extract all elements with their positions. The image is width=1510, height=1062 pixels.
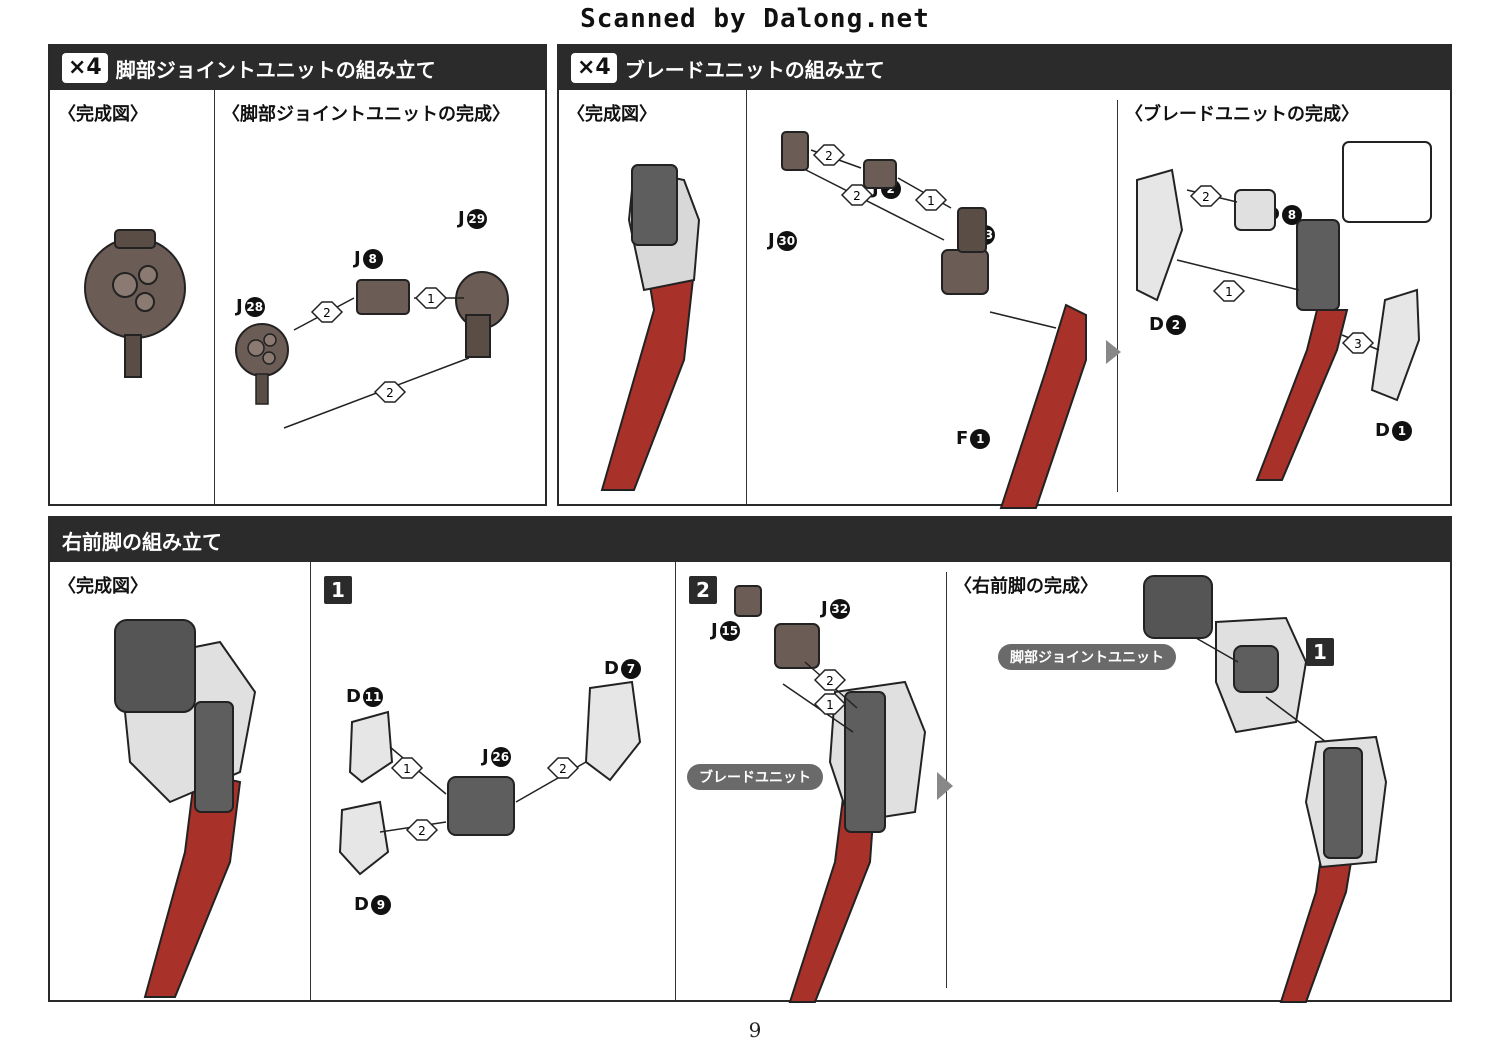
step-marker-3: 3 bbox=[1354, 337, 1362, 351]
panel-title: 〈完成図〉 bbox=[58, 104, 148, 125]
blade-complete-panel: 〈完成図〉 bbox=[559, 90, 746, 504]
step-marker-1: 1 bbox=[826, 698, 834, 712]
step-marker-2: 2 bbox=[386, 386, 394, 400]
panel-title: 〈完成図〉 bbox=[58, 576, 148, 597]
blade-unit-section: ×4 ブレードユニットの組み立て 〈完成図〉 J2 J30 J33 F1 bbox=[557, 44, 1452, 509]
multiplier-badge: ×4 bbox=[571, 53, 617, 83]
panel-title: 〈右前脚の完成〉 bbox=[954, 576, 1098, 597]
leg-step2-diagram: 2 1 bbox=[734, 585, 953, 1003]
section-title: 脚部ジョイントユニットの組み立て bbox=[115, 57, 436, 82]
section-title: ブレードユニットの組み立て bbox=[624, 57, 885, 82]
leg-joint-header: ×4 脚部ジョイントユニットの組み立て bbox=[50, 46, 545, 90]
step-marker-2: 2 bbox=[1202, 190, 1210, 204]
step-number-badge: 1 bbox=[324, 576, 352, 604]
leg-complete-panel: 〈完成図〉 bbox=[50, 562, 310, 1000]
step-marker-2: 2 bbox=[323, 306, 331, 320]
step-number-badge: 2 bbox=[689, 576, 717, 604]
blade-unit-tag: ブレードユニット bbox=[687, 764, 823, 790]
blade-result-panel: 〈ブレードユニットの完成〉 D8 D2 D1 2 1 3 bbox=[1117, 90, 1450, 504]
step-marker-2: 2 bbox=[825, 149, 833, 163]
panel-title: 〈完成図〉 bbox=[567, 104, 657, 125]
leg-joint-exploded-diagram: 1 2 2 bbox=[235, 271, 509, 429]
leg-joint-complete-illustration bbox=[84, 229, 186, 378]
step-marker-1: 1 bbox=[1225, 285, 1233, 299]
section-title: 右前脚の組み立て bbox=[62, 529, 222, 554]
step-marker-2: 2 bbox=[559, 762, 567, 776]
step-number-badge: 1 bbox=[1306, 638, 1334, 666]
page-number: 9 bbox=[748, 1018, 762, 1042]
step-marker-2: 2 bbox=[418, 824, 426, 838]
panel-title: 〈脚部ジョイントユニットの完成〉 bbox=[222, 104, 510, 125]
right-front-leg-header: 右前脚の組み立て bbox=[50, 518, 1450, 562]
blade-result-diagram: 2 1 3 bbox=[1136, 141, 1432, 481]
multiplier-badge: ×4 bbox=[62, 53, 108, 83]
blade-complete-illustration bbox=[600, 164, 701, 491]
step-marker-1: 1 bbox=[927, 194, 935, 208]
step-marker-2: 2 bbox=[853, 189, 861, 203]
scan-watermark: Scanned by Dalong.net bbox=[580, 4, 930, 34]
blade-assembly-panel: J2 J30 J33 F1 2 1 2 bbox=[746, 90, 1121, 509]
leg-step1-diagram: 1 2 2 bbox=[338, 680, 642, 876]
leg-joint-complete-panel: 〈完成図〉 bbox=[50, 90, 214, 504]
leg-complete-illustration bbox=[114, 619, 257, 998]
leg-joint-section: ×4 脚部ジョイントユニットの組み立て 〈完成図〉 〈脚部ジョイントユニットの完… bbox=[48, 44, 547, 506]
leg-joint-unit-tag: 脚部ジョイントユニット bbox=[998, 644, 1176, 670]
step-marker-1: 1 bbox=[427, 292, 435, 306]
panel-title: 〈ブレードユニットの完成〉 bbox=[1125, 104, 1359, 125]
step-marker-2: 2 bbox=[826, 674, 834, 688]
leg-result-diagram bbox=[1143, 575, 1388, 1003]
step-marker-1: 1 bbox=[403, 762, 411, 776]
blade-exploded-diagram: 2 1 2 bbox=[781, 131, 1121, 509]
leg-result-panel: 〈右前脚の完成〉 脚部ジョイントユニット 1 bbox=[946, 562, 1450, 1003]
blade-unit-header: ×4 ブレードユニットの組み立て bbox=[559, 46, 1450, 90]
